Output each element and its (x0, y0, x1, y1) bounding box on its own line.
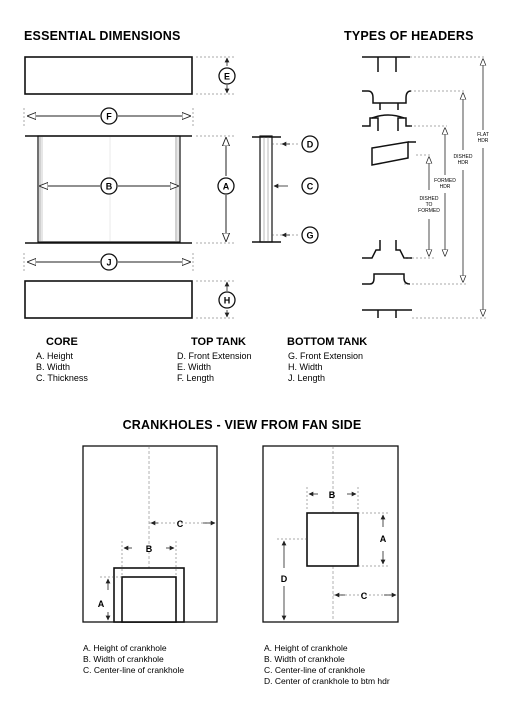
crank-right-legend: A. Height of crankhole B. Width of crank… (264, 643, 390, 686)
crank-right-legend-item: B. Width of crankhole (264, 654, 345, 664)
dimension-b: B (40, 177, 178, 195)
callout-d: D (307, 139, 314, 149)
legend-bottom-tank-item: J. Length (288, 373, 325, 383)
crank-right-label-a: A (380, 534, 387, 544)
dished-hdr-label-2: HDR (458, 160, 469, 166)
legend-bottom-tank-item: G. Front Extension (288, 351, 363, 361)
crank-left-label-b: B (146, 544, 153, 554)
legend-top-tank-title: TOP TANK (191, 336, 246, 348)
dimension-d: D (272, 135, 319, 153)
header-type-labels: FLAT HDR DISHED HDR FORMED HDR DISHED TO… (418, 132, 489, 214)
crank-left-label-a: A (98, 599, 105, 609)
callout-g: G (306, 230, 313, 240)
dimension-c: C (273, 177, 319, 195)
crank-right-label-b: B (329, 490, 336, 500)
legend-top-tank: TOP TANK D. Front Extension E. Width F. … (177, 336, 252, 383)
types-of-headers-heading: TYPES OF HEADERS (344, 29, 474, 43)
crank-right-label-d: D (281, 574, 288, 584)
legend-core-item: B. Width (36, 362, 70, 372)
callout-a: A (223, 181, 230, 191)
dimension-j: J (23, 253, 194, 272)
callout-j: J (106, 257, 111, 267)
dished-to-formed-label-3: FORMED (418, 208, 440, 214)
dimension-e: E (196, 56, 236, 95)
legend-core-title: CORE (46, 336, 78, 348)
crankhole-square (306, 512, 359, 567)
legend-core-item: A. Height (36, 351, 74, 361)
crankholes-heading: CRANKHOLES - VIEW FROM FAN SIDE (123, 418, 362, 432)
flat-hdr-label-1: FLAT (477, 132, 489, 138)
dished-to-formed-label-1: DISHED (420, 196, 439, 202)
crank-right-legend-item: C. Center-line of crankhole (264, 665, 365, 675)
header-extension-lines (404, 56, 486, 319)
radiator-front-view (24, 56, 193, 319)
crank-left-panel: C B A (82, 445, 218, 623)
crank-right-legend-item: A. Height of crankhole (264, 643, 348, 653)
crank-right-legend-item: D. Center of crankhole to btm hdr (264, 676, 390, 686)
callout-e: E (224, 71, 230, 81)
dished-hdr-label-1: DISHED (454, 154, 473, 160)
crank-left-legend-item: A. Height of crankhole (83, 643, 167, 653)
essential-dimensions-heading: ESSENTIAL DIMENSIONS (24, 29, 181, 43)
dimension-g: G (272, 226, 319, 244)
header-dimension-arrows (429, 59, 483, 316)
dimension-f: F (23, 107, 194, 128)
callout-h: H (224, 295, 231, 305)
bottom-tank (24, 280, 193, 319)
legend-top-tank-item: D. Front Extension (177, 351, 252, 361)
legend-top-tank-item: F. Length (177, 373, 214, 383)
dimension-h: H (196, 280, 236, 319)
legend-bottom-tank-item: H. Width (288, 362, 323, 372)
crank-left-legend: A. Height of crankhole B. Width of crank… (83, 643, 184, 675)
legend-bottom-tank: BOTTOM TANK G. Front Extension H. Width … (287, 336, 367, 383)
radiator-side-view (252, 135, 281, 243)
formed-hdr-label-2: HDR (440, 184, 451, 190)
crankhole-opening (121, 576, 177, 623)
crank-left-legend-item: C. Center-line of crankhole (83, 665, 184, 675)
flat-hdr-label-2: HDR (478, 138, 489, 144)
callout-c: C (307, 181, 314, 191)
formed-hdr-label-1: FORMED (434, 178, 456, 184)
callout-f: F (106, 111, 112, 121)
crank-right-panel: B A D C (262, 445, 399, 623)
callout-b: B (106, 181, 113, 191)
dished-to-formed-label-2: TO (426, 202, 433, 208)
crank-left-label-c: C (177, 519, 184, 529)
crank-right-label-c: C (361, 591, 368, 601)
header-profiles (362, 56, 416, 318)
top-tank (24, 56, 193, 95)
legend-core-item: C. Thickness (36, 373, 88, 383)
dimension-a: A (196, 135, 235, 244)
crank-left-legend-item: B. Width of crankhole (83, 654, 164, 664)
legend-core: CORE A. Height B. Width C. Thickness (36, 336, 88, 383)
legend-top-tank-item: E. Width (177, 362, 211, 372)
legend-bottom-tank-title: BOTTOM TANK (287, 336, 367, 348)
